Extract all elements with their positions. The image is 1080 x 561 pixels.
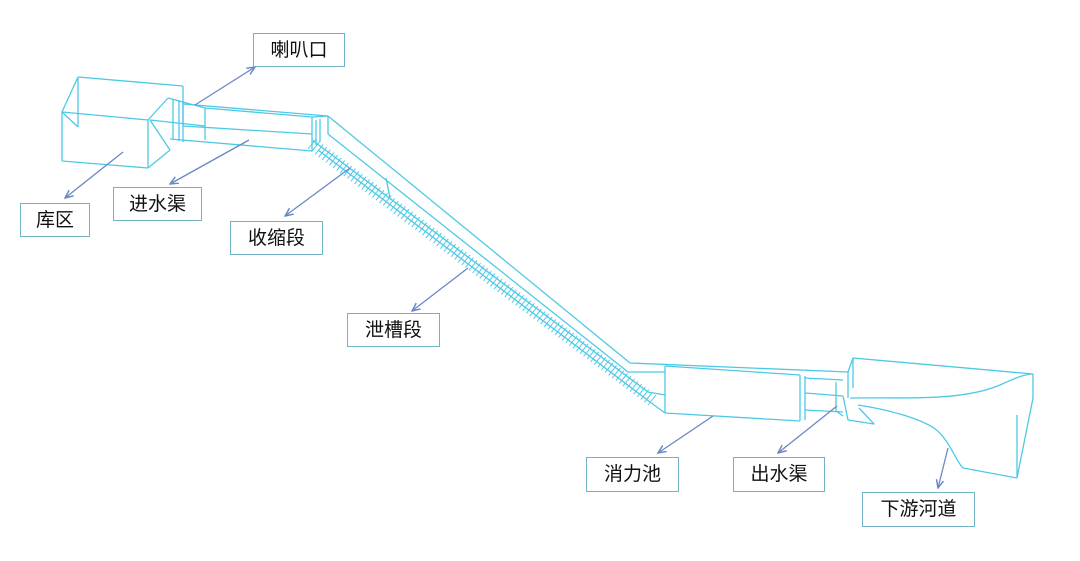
label-chute-section: 泄槽段	[347, 313, 440, 347]
label-horn-mouth: 喇叭口	[253, 33, 345, 67]
chute-channel	[307, 115, 657, 406]
stilling-basin	[628, 362, 849, 422]
arrow-outlet	[778, 405, 838, 453]
label-inlet-channel: 进水渠	[113, 187, 202, 221]
outlet-channel	[804, 377, 875, 425]
downstream-river-box	[847, 357, 1034, 479]
label-downstream-river: 下游河道	[862, 492, 975, 527]
label-outlet-channel: 出水渠	[733, 457, 825, 492]
arrow-contraction	[285, 167, 351, 216]
arrow-inlet	[170, 139, 250, 184]
arrow-chute	[412, 267, 469, 311]
arrow-river	[938, 447, 949, 488]
label-stilling-basin: 消力池	[586, 457, 679, 492]
label-reservoir: 库区	[20, 203, 90, 237]
label-contraction-section: 收缩段	[230, 221, 323, 255]
arrow-basin	[658, 415, 714, 453]
horn-mouth	[147, 97, 206, 169]
reservoir-box	[61, 76, 184, 169]
arrow-reservoir	[65, 151, 124, 198]
arrow-horn	[194, 67, 255, 106]
inlet-channel	[169, 103, 329, 152]
